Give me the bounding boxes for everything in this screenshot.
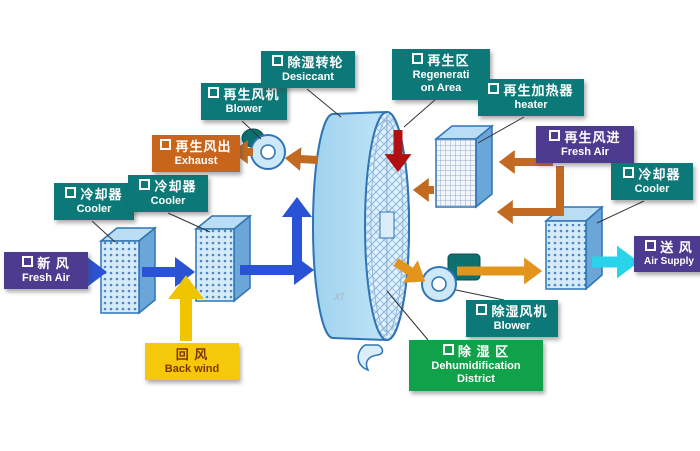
label-cooler-3: 冷却器 Cooler — [611, 163, 693, 201]
label-regeneration-area-en1: Regenerati — [412, 69, 470, 82]
logo-icon — [160, 139, 172, 150]
label-regen-blower-zh-text: 再生风机 — [223, 87, 280, 102]
label-dehum-blower-en: Blower — [493, 320, 531, 333]
dehumidification-blower — [421, 253, 481, 302]
label-air-supply-zh-text: 送 风 — [660, 240, 693, 255]
logo-icon — [412, 53, 424, 64]
callout-lines — [91, 88, 645, 341]
logo-icon — [549, 130, 561, 141]
label-regeneration-area-zh: 再生区 — [395, 53, 487, 69]
wheel-curl-decoration — [357, 344, 384, 372]
logo-icon — [208, 87, 220, 98]
label-back-wind-en: Back wind — [164, 363, 220, 376]
label-cooler-2-en: Cooler — [150, 195, 186, 208]
logo-icon — [65, 187, 77, 198]
label-exhaust-zh: 再生风出 — [155, 139, 237, 155]
logo-icon — [488, 83, 500, 94]
label-dehum-blower-zh: 除湿风机 — [469, 304, 555, 320]
label-dehum-district-zh-text: 除 湿 区 — [457, 344, 510, 359]
label-desiccant-zh: 除湿转轮 — [264, 55, 352, 71]
label-cooler-2: 冷却器 Cooler — [128, 175, 208, 213]
label-regen-blower-en: Blower — [225, 103, 263, 116]
label-exhaust-en: Exhaust — [174, 155, 218, 168]
label-heater-en: heater — [514, 99, 548, 112]
cooler-unit-3 — [544, 205, 604, 291]
watermark-text: xt — [334, 288, 345, 303]
label-regen-fresh-air-zh-text: 再生风进 — [564, 130, 621, 145]
dehumidified-air-arrows — [393, 257, 543, 285]
label-regen-fresh-air-zh: 再生风进 — [539, 130, 631, 146]
label-heater: 再生加热器 heater — [478, 79, 584, 117]
label-fresh-air: 新 风 Fresh Air — [4, 252, 88, 290]
arrow-wheel-to-regen-blower — [284, 147, 319, 172]
label-fresh-air-zh-text: 新 风 — [37, 256, 70, 271]
label-desiccant-en: Desiccant — [282, 71, 334, 84]
regeneration-exhaust-arrows — [231, 140, 319, 172]
label-exhaust: 再生风出 Exhaust — [152, 135, 240, 173]
logo-icon — [623, 167, 635, 178]
label-desiccant-zh-text: 除湿转轮 — [287, 55, 344, 70]
label-fresh-air-en: Fresh Air — [22, 272, 70, 285]
label-cooler-3-zh: 冷却器 — [614, 167, 690, 183]
label-regen-blower-zh: 再生风机 — [204, 87, 284, 103]
label-air-supply-zh: 送 风 — [637, 240, 700, 256]
label-heater-zh: 再生加热器 — [481, 83, 581, 99]
label-air-supply: 送 风 Air Supply — [634, 236, 700, 273]
label-cooler-1-en: Cooler — [76, 203, 112, 216]
label-dehum-district-zh: 除 湿 区 — [412, 344, 540, 360]
label-regen-fresh-air-en: Fresh Air — [561, 146, 609, 159]
label-air-supply-en: Air Supply — [643, 256, 694, 268]
logo-icon — [442, 344, 454, 355]
logo-icon — [139, 179, 151, 190]
logo-icon — [22, 256, 34, 267]
label-dehum-district-en1: Dehumidification — [431, 360, 521, 373]
label-dehum-blower: 除湿风机 Blower — [466, 300, 558, 338]
label-regeneration-area-en2: on Area — [420, 82, 462, 95]
label-exhaust-zh-text: 再生风出 — [175, 139, 232, 154]
label-desiccant: 除湿转轮 Desiccant — [261, 51, 355, 89]
label-back-wind: 回 风 Back wind — [145, 343, 239, 381]
logo-icon — [476, 304, 488, 315]
label-cooler-2-zh: 冷却器 — [131, 179, 205, 195]
label-fresh-air-zh: 新 风 — [7, 256, 85, 272]
cooler-unit-2 — [193, 214, 253, 303]
logo-icon — [645, 240, 657, 251]
label-regen-fresh-air: 再生风进 Fresh Air — [536, 126, 634, 164]
label-dehum-blower-zh-text: 除湿风机 — [491, 304, 548, 319]
heater-unit — [433, 124, 495, 209]
label-cooler-3-en: Cooler — [634, 183, 670, 196]
label-heater-zh-text: 再生加热器 — [503, 83, 574, 98]
label-cooler-2-zh-text: 冷却器 — [154, 179, 197, 194]
label-regen-blower: 再生风机 Blower — [201, 83, 287, 121]
label-back-wind-zh: 回 风 — [175, 347, 209, 362]
label-regeneration-area: 再生区 Regenerati on Area — [392, 49, 490, 100]
label-cooler-3-zh-text: 冷却器 — [638, 167, 681, 182]
arrow-regen-fresh-air-to-heater — [496, 166, 564, 224]
label-dehum-district-en2: District — [457, 373, 495, 386]
label-regeneration-area-zh-text: 再生区 — [427, 53, 470, 68]
label-cooler-1-zh-text: 冷却器 — [80, 187, 123, 202]
wheel-hub — [379, 211, 395, 239]
label-cooler-1: 冷却器 Cooler — [54, 183, 134, 221]
label-cooler-1-zh: 冷却器 — [57, 187, 131, 203]
label-dehum-district: 除 湿 区 Dehumidification District — [409, 340, 543, 391]
logo-icon — [272, 55, 284, 66]
cooler-unit-1 — [98, 226, 158, 315]
arrow-wheel-to-dehum-blower — [393, 258, 426, 283]
